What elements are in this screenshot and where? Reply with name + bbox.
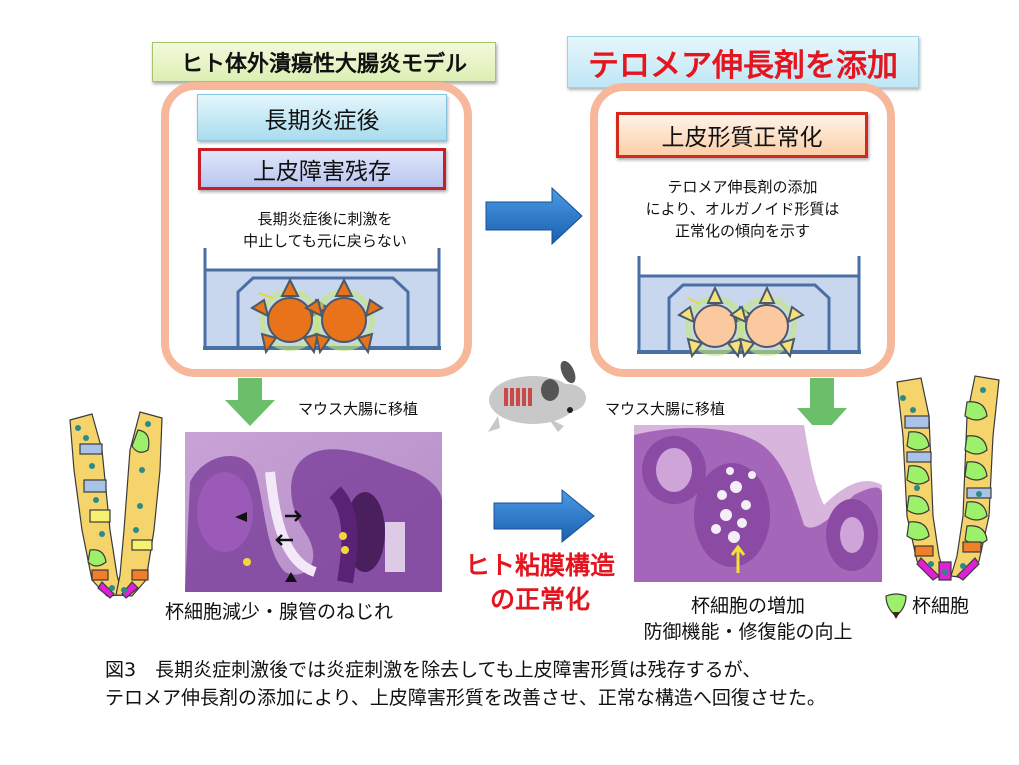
left-description: 長期炎症後に刺激を 中止しても元に戻らない: [190, 208, 460, 252]
epithelial-normalization-box: 上皮形質正常化: [616, 112, 868, 158]
arrow-marker: [275, 534, 293, 546]
right-histology-caption-line: 防御機能・修復能の向上: [643, 621, 853, 643]
right-description-line: 正常化の傾向を示す: [674, 222, 810, 240]
arrowhead-marker: [235, 512, 247, 522]
right-culture-dish-icon: [637, 256, 861, 359]
right-description-line: により、オルガノイド形質は: [645, 200, 840, 218]
figure-caption-line: テロメア伸長剤の添加により、上皮障害形質を改善させ、正常な構造へ回復させた。: [105, 687, 826, 709]
right-description-line: テロメア伸長剤の添加: [667, 178, 818, 196]
normalized-histology-image: [634, 425, 882, 582]
goblet-cell-legend-label: 杯細胞: [912, 595, 970, 617]
mouse-with-graft-icon: [488, 360, 586, 432]
chronic-inflammation-box: 長期炎症後: [197, 94, 447, 141]
left-histology-caption: 杯細胞減少・腺管のねじれ: [165, 601, 394, 623]
normal-organoid-icon: [729, 285, 805, 359]
center-right-arrow-icon: [493, 488, 595, 544]
mucosa-normalization-line: の正常化: [489, 585, 590, 614]
right-transplant-label: マウス大腸に移植: [605, 400, 726, 418]
figure-caption: 図3 長期炎症刺激後では炎症刺激を除去しても上皮障害形質は残存するが、 テロメア…: [105, 656, 1005, 712]
model-label: ヒト体外潰瘍性大腸炎モデル: [152, 42, 496, 82]
left-description-line: 長期炎症後に刺激を: [257, 210, 393, 228]
damaged-histology-image: [185, 432, 442, 592]
right-histology-caption: 杯細胞の増加 防御機能・修復能の向上: [618, 593, 878, 645]
treatment-label: テロメア伸長剤を添加: [567, 36, 919, 88]
left-description-line: 中止しても元に戻らない: [243, 232, 407, 250]
goblet-cell-icon: [885, 593, 907, 619]
mucosa-normalization-line: ヒト粘膜構造: [464, 551, 615, 580]
figure-caption-line: 図3 長期炎症刺激後では炎症刺激を除去しても上皮障害形質は残存するが、: [105, 659, 762, 681]
goblet-cell-pointer-arrow: [730, 544, 746, 573]
right-description: テロメア伸長剤の添加 により、オルガノイド形質は 正常化の傾向を示す: [600, 176, 885, 242]
top-right-arrow-icon: [485, 186, 583, 246]
damaged-organoid-icon: [304, 277, 384, 355]
right-histology-caption-line: 杯細胞の増加: [690, 595, 805, 617]
mucosa-normalization-label: ヒト粘膜構造 の正常化: [440, 549, 640, 617]
arrow-marker: [285, 510, 302, 522]
goblet-cell-legend: 杯細胞: [884, 592, 969, 620]
epithelial-damage-box: 上皮障害残存: [198, 148, 446, 190]
left-culture-dish-icon: [203, 248, 441, 355]
normalized-crypt-diagram: [896, 375, 1000, 581]
left-transplant-label: マウス大腸に移植: [298, 400, 419, 418]
left-down-arrow-icon: [225, 378, 275, 426]
right-down-arrow-icon: [797, 378, 847, 436]
arrowhead-marker: [285, 572, 297, 582]
damaged-crypt-diagram: [69, 411, 163, 599]
